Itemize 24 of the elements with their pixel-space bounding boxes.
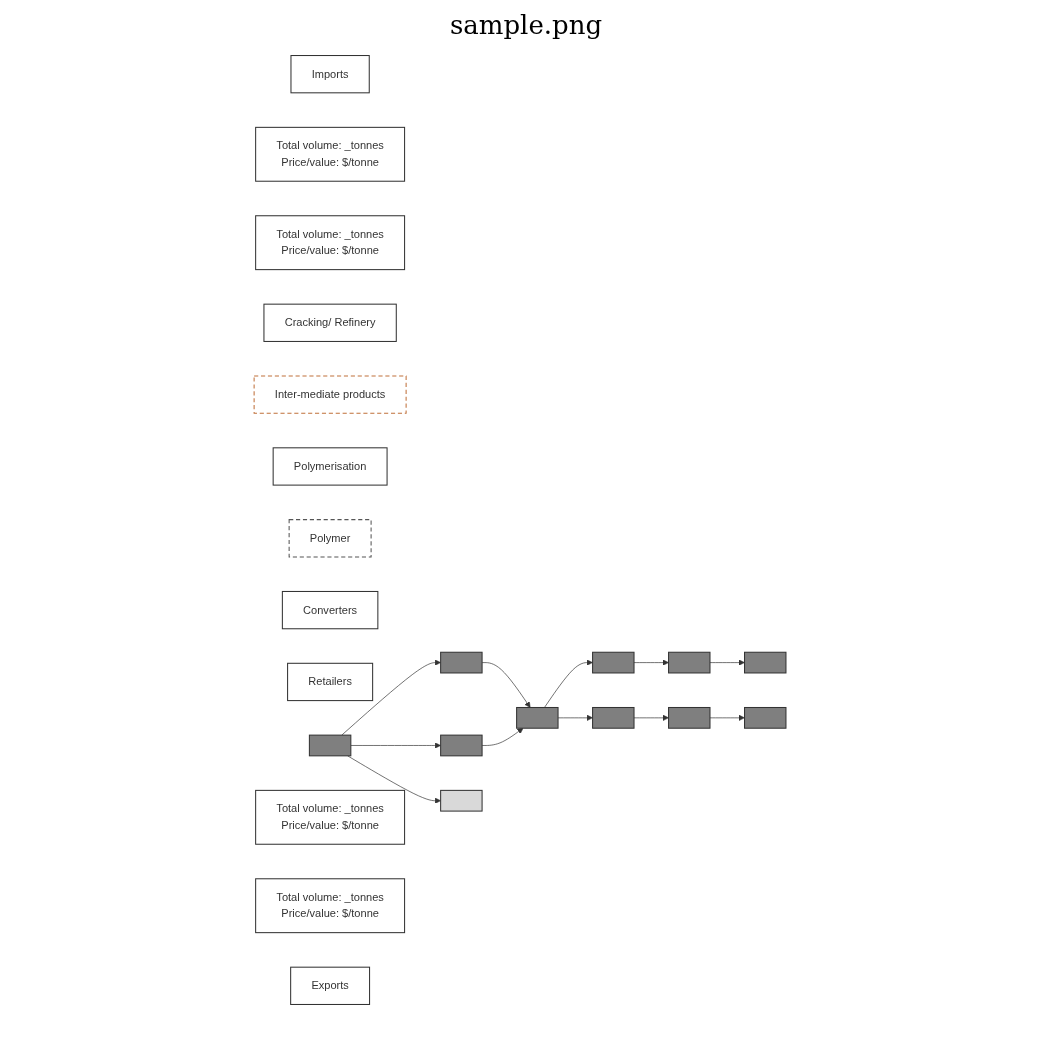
node-box xyxy=(668,707,711,729)
node-box xyxy=(440,789,483,812)
node-box xyxy=(516,707,559,729)
node-box: Exports xyxy=(290,966,371,1005)
node-box: Total volume: _tonnes Price/value: $/tonne xyxy=(255,126,406,182)
node-box xyxy=(440,651,483,674)
node-box xyxy=(668,651,711,674)
node-box: Cracking/ Refinery xyxy=(263,303,397,342)
node-box: Retailers xyxy=(287,662,374,702)
node-box xyxy=(440,734,483,757)
node-box xyxy=(592,707,635,729)
node-box xyxy=(743,707,787,729)
node-box xyxy=(592,651,635,674)
node-box: Inter-mediate products xyxy=(253,375,407,414)
node-box: Total volume: _tonnes Price/value: $/tonne xyxy=(255,789,406,845)
node-box: Imports xyxy=(290,55,370,94)
node-box: Polymerisation xyxy=(272,447,388,486)
node-box: Total volume: _tonnes Price/value: $/tonne xyxy=(255,878,406,934)
node-box: Converters xyxy=(281,590,379,630)
node-box: Polymer xyxy=(288,519,372,558)
node-box xyxy=(308,734,352,757)
diagram-title: sample.png xyxy=(448,10,604,40)
node-box: Total volume: _tonnes Price/value: $/tonne xyxy=(255,215,406,271)
node-box xyxy=(743,651,787,674)
